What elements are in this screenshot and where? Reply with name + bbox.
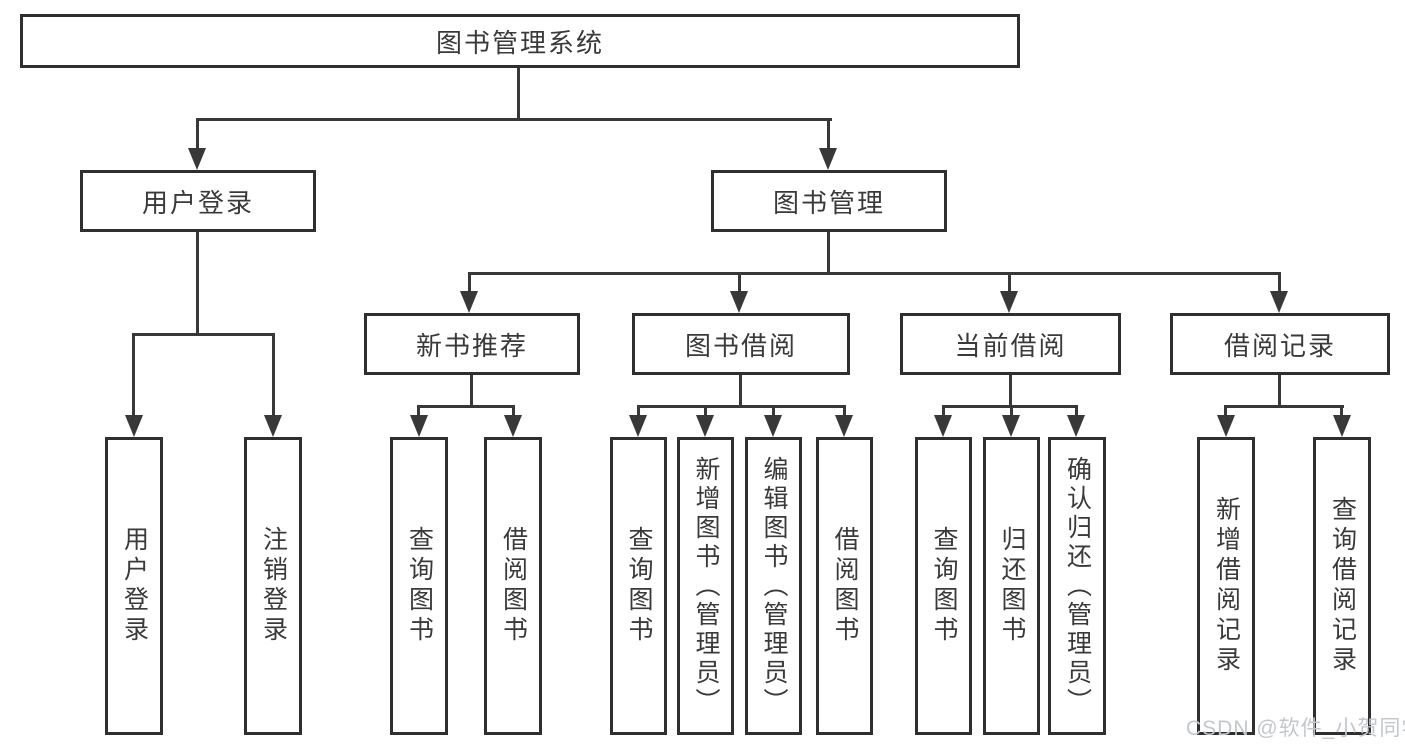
arrow-down-icon: [1067, 415, 1085, 437]
connector-current-borrow-stem: [1009, 375, 1012, 408]
connector-level2-splitter: [196, 118, 832, 121]
connector-leaf-stem: [772, 405, 775, 418]
arrow-down-icon: [819, 148, 837, 170]
arrow-down-icon: [1217, 415, 1235, 437]
arrow-down-icon: [730, 291, 748, 313]
connector-leaf-stem: [1224, 405, 1227, 418]
arrow-down-icon: [629, 415, 647, 437]
connector-leaf-stem: [512, 405, 515, 418]
connector-to-book-mgmt: [827, 118, 830, 150]
connector-book-borrow-stem: [739, 375, 742, 408]
node-borrow-records: 借阅记录: [1170, 313, 1390, 375]
connector-leaf-stem: [417, 405, 420, 418]
node-root: 图书管理系统: [20, 14, 1020, 68]
connector-to-borrow-records: [1278, 272, 1281, 293]
arrow-down-icon: [410, 415, 428, 437]
connector-book-mgmt-stem: [827, 232, 830, 275]
connector-new-book-rec-splitter: [417, 405, 515, 408]
arrow-down-icon: [764, 415, 782, 437]
arrow-down-icon: [934, 415, 952, 437]
leaf-nbr-query-books: 查询图书: [390, 437, 448, 735]
connector-leaf-stem: [1075, 405, 1078, 418]
connector-new-book-rec-stem: [470, 375, 473, 408]
connector-borrow-records-splitter: [1224, 405, 1344, 408]
connector-leaf-stem: [1010, 405, 1013, 418]
arrow-down-icon: [188, 148, 206, 170]
leaf-cb-return-books: 归还图书: [983, 437, 1040, 735]
leaf-cb-confirm-return-admin: 确认归还（管理员）: [1048, 437, 1106, 735]
connector-to-leaf-user-login: [132, 333, 135, 417]
leaf-bb-edit-books-admin: 编辑图书（管理员）: [745, 437, 802, 735]
arrow-down-icon: [264, 415, 282, 437]
leaf-br-add-record: 新增借阅记录: [1197, 437, 1255, 735]
arrow-down-icon: [835, 415, 853, 437]
leaf-bb-query-books: 查询图书: [610, 437, 667, 735]
connector-level3-splitter: [468, 272, 1281, 275]
connector-leaf-stem: [637, 405, 640, 418]
leaf-cb-query-books: 查询图书: [915, 437, 972, 735]
connector-to-leaf-logout: [272, 333, 275, 417]
csdn-watermark: CSDN @软件_小贺同学: [1186, 717, 1405, 740]
leaf-bb-borrow-books: 借阅图书: [816, 437, 873, 735]
node-new-book-rec: 新书推荐: [364, 313, 580, 375]
leaf-user-login: 用户登录: [105, 437, 163, 735]
arrow-down-icon: [1333, 415, 1351, 437]
connector-book-borrow-splitter: [637, 405, 846, 408]
connector-to-user-login: [196, 118, 199, 150]
connector-to-new-book-rec: [468, 272, 471, 293]
node-book-mgmt: 图书管理: [711, 170, 947, 232]
arrow-down-icon: [1000, 291, 1018, 313]
node-user-login: 用户登录: [80, 170, 316, 232]
connector-to-book-borrow: [738, 272, 741, 293]
arrow-down-icon: [696, 415, 714, 437]
arrow-down-icon: [125, 415, 143, 437]
connector-user-login-splitter: [132, 333, 275, 336]
connector-leaf-stem: [843, 405, 846, 418]
connector-user-login-stem: [196, 232, 199, 336]
node-book-borrow: 图书借阅: [632, 313, 850, 375]
leaf-br-query-record: 查询借阅记录: [1313, 437, 1371, 735]
connector-leaf-stem: [942, 405, 945, 418]
arrow-down-icon: [1002, 415, 1020, 437]
leaf-logout: 注销登录: [244, 437, 302, 735]
node-current-borrow: 当前借阅: [900, 313, 1121, 375]
arrow-down-icon: [1270, 291, 1288, 313]
arrow-down-icon: [504, 415, 522, 437]
connector-leaf-stem: [704, 405, 707, 418]
connector-root-stem: [517, 68, 520, 121]
connector-borrow-records-stem: [1278, 375, 1281, 408]
leaf-nbr-borrow-books: 借阅图书: [484, 437, 542, 735]
arrow-down-icon: [460, 291, 478, 313]
leaf-bb-add-books-admin: 新增图书（管理员）: [677, 437, 734, 735]
connector-to-current-borrow: [1008, 272, 1011, 293]
connector-leaf-stem: [1340, 405, 1343, 418]
